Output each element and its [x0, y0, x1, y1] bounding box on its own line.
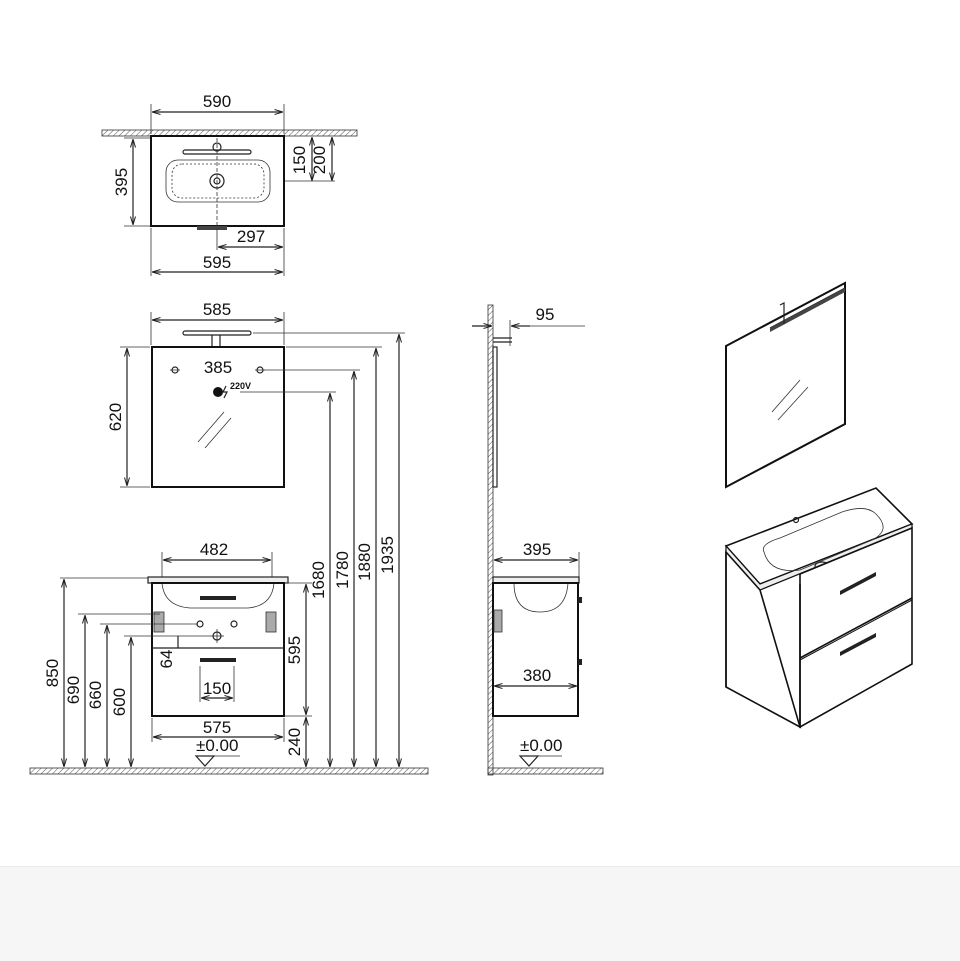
top-view-basin-bowl [165, 159, 271, 203]
dim-top-width-595: 595 [203, 253, 231, 272]
voltage-label: 220V [230, 381, 251, 391]
dim-cabinet-depth-380: 380 [523, 666, 551, 685]
dim-cabinet-575: 575 [203, 718, 231, 737]
side-view: 95 395 380 ±0.00 [472, 304, 604, 776]
perspective-mirror [725, 281, 846, 489]
front-floor [29, 767, 429, 775]
side-handle-bottom [578, 659, 582, 665]
front-view: 585 385 220V 620 482 [29, 300, 429, 775]
lightning-icon [222, 385, 228, 399]
front-drawer-handle-top [200, 596, 236, 600]
perspective-tap-hole [792, 516, 800, 524]
mirror-light [182, 330, 252, 336]
side-basin-bowl [513, 582, 569, 613]
side-mirror [492, 346, 498, 488]
side-bracket [493, 609, 503, 633]
front-bracket-right [265, 611, 277, 633]
dim-top-width-590: 590 [203, 92, 231, 111]
dim-top-297: 297 [237, 227, 265, 246]
dim-mirror-width-585: 585 [203, 300, 231, 319]
dim-mirror-holes-385: 385 [204, 358, 232, 377]
front-cabinet [151, 582, 285, 717]
dim-mirror-offset-95: 95 [536, 305, 555, 324]
front-basin-bowl [161, 582, 275, 609]
top-view-drawer-handle [197, 226, 227, 230]
dim-basin-depth-395: 395 [523, 540, 551, 559]
side-cabinet [492, 582, 579, 717]
perspective-mirror-light [770, 288, 845, 332]
power-socket-icon [213, 387, 223, 397]
dim-h595: 595 [285, 636, 304, 664]
side-wall [487, 304, 494, 776]
dim-h240: 240 [285, 728, 304, 756]
dim-top-depth-395: 395 [112, 168, 131, 196]
front-drawer-handle-bottom [200, 658, 236, 662]
top-view-bowl-inner [171, 163, 265, 199]
perspective-view [724, 281, 914, 729]
dim-basin-482: 482 [200, 540, 228, 559]
side-floor [487, 767, 604, 775]
side-handle-top [578, 597, 582, 603]
dim-h1680: 1680 [309, 561, 328, 599]
dim-top-150: 150 [290, 146, 309, 174]
front-bracket-left [153, 611, 165, 633]
top-view: 590 395 150 200 297 595 [101, 92, 358, 276]
dim-h1880: 1880 [355, 543, 374, 581]
perspective-drawer-handle-bottom [840, 633, 876, 656]
dim-top-200: 200 [310, 146, 329, 174]
dim-mirror-height-620: 620 [106, 403, 125, 431]
dim-handle-150: 150 [203, 679, 231, 698]
front-floor-marker-icon [194, 755, 216, 767]
dim-h600: 600 [110, 688, 129, 716]
side-floor-level: ±0.00 [520, 736, 562, 755]
dim-h690: 690 [64, 676, 83, 704]
water-hole-right-icon [230, 620, 238, 628]
footer-strip [0, 866, 960, 961]
dim-h1780: 1780 [333, 551, 352, 589]
dim-64: 64 [157, 650, 176, 669]
dim-h1935: 1935 [378, 536, 397, 574]
dim-h660: 660 [86, 681, 105, 709]
perspective-drawer-handle-top [840, 572, 876, 595]
side-floor-marker-icon [518, 755, 540, 767]
dim-h850: 850 [43, 659, 62, 687]
perspective-basin-bowl [762, 508, 884, 571]
mirror [151, 346, 285, 488]
front-floor-level: ±0.00 [196, 736, 238, 755]
